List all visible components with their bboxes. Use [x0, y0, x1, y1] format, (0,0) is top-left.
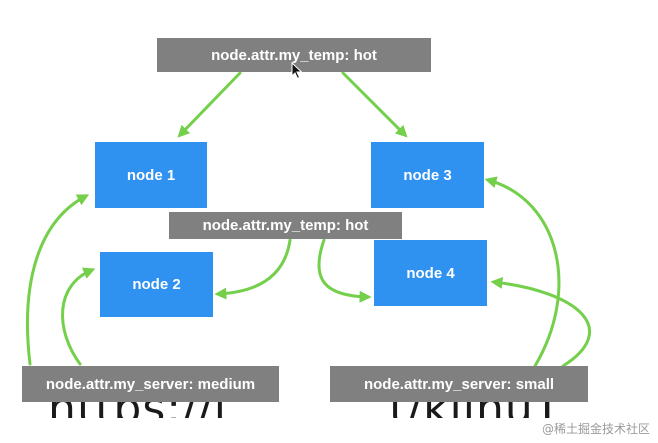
- arrow-small-to-node4: [490, 277, 592, 368]
- arrow-medium-to-node2: [61, 267, 96, 366]
- arrow-top-to-node3: [341, 71, 408, 138]
- cutoff-text-right: t/klinuT: [389, 402, 562, 418]
- node-1-box: node 1: [95, 142, 207, 208]
- watermark-text: @稀土掘金技术社区: [541, 422, 650, 436]
- mid-selector-label: node.attr.my_temp: hot: [169, 212, 402, 239]
- server-medium-label: node.attr.my_server: medium: [22, 366, 279, 402]
- arrow-mid-to-node4: [317, 238, 372, 303]
- node-4-box: node 4: [374, 240, 487, 306]
- arrow-top-to-node1: [177, 71, 242, 138]
- node-2-box: node 2: [100, 252, 213, 317]
- arrow-medium-to-node1: [26, 194, 90, 366]
- mouse-pointer-icon: [291, 62, 303, 80]
- cutoff-text-left: https://l: [48, 402, 227, 418]
- arrow-mid-to-node2: [214, 238, 292, 300]
- node-3-box: node 3: [371, 142, 484, 208]
- server-small-label: node.attr.my_server: small: [330, 366, 588, 402]
- cutoff-overlay-text: https://l t/klinuT: [22, 402, 612, 418]
- arrow-small-to-node3: [484, 176, 561, 368]
